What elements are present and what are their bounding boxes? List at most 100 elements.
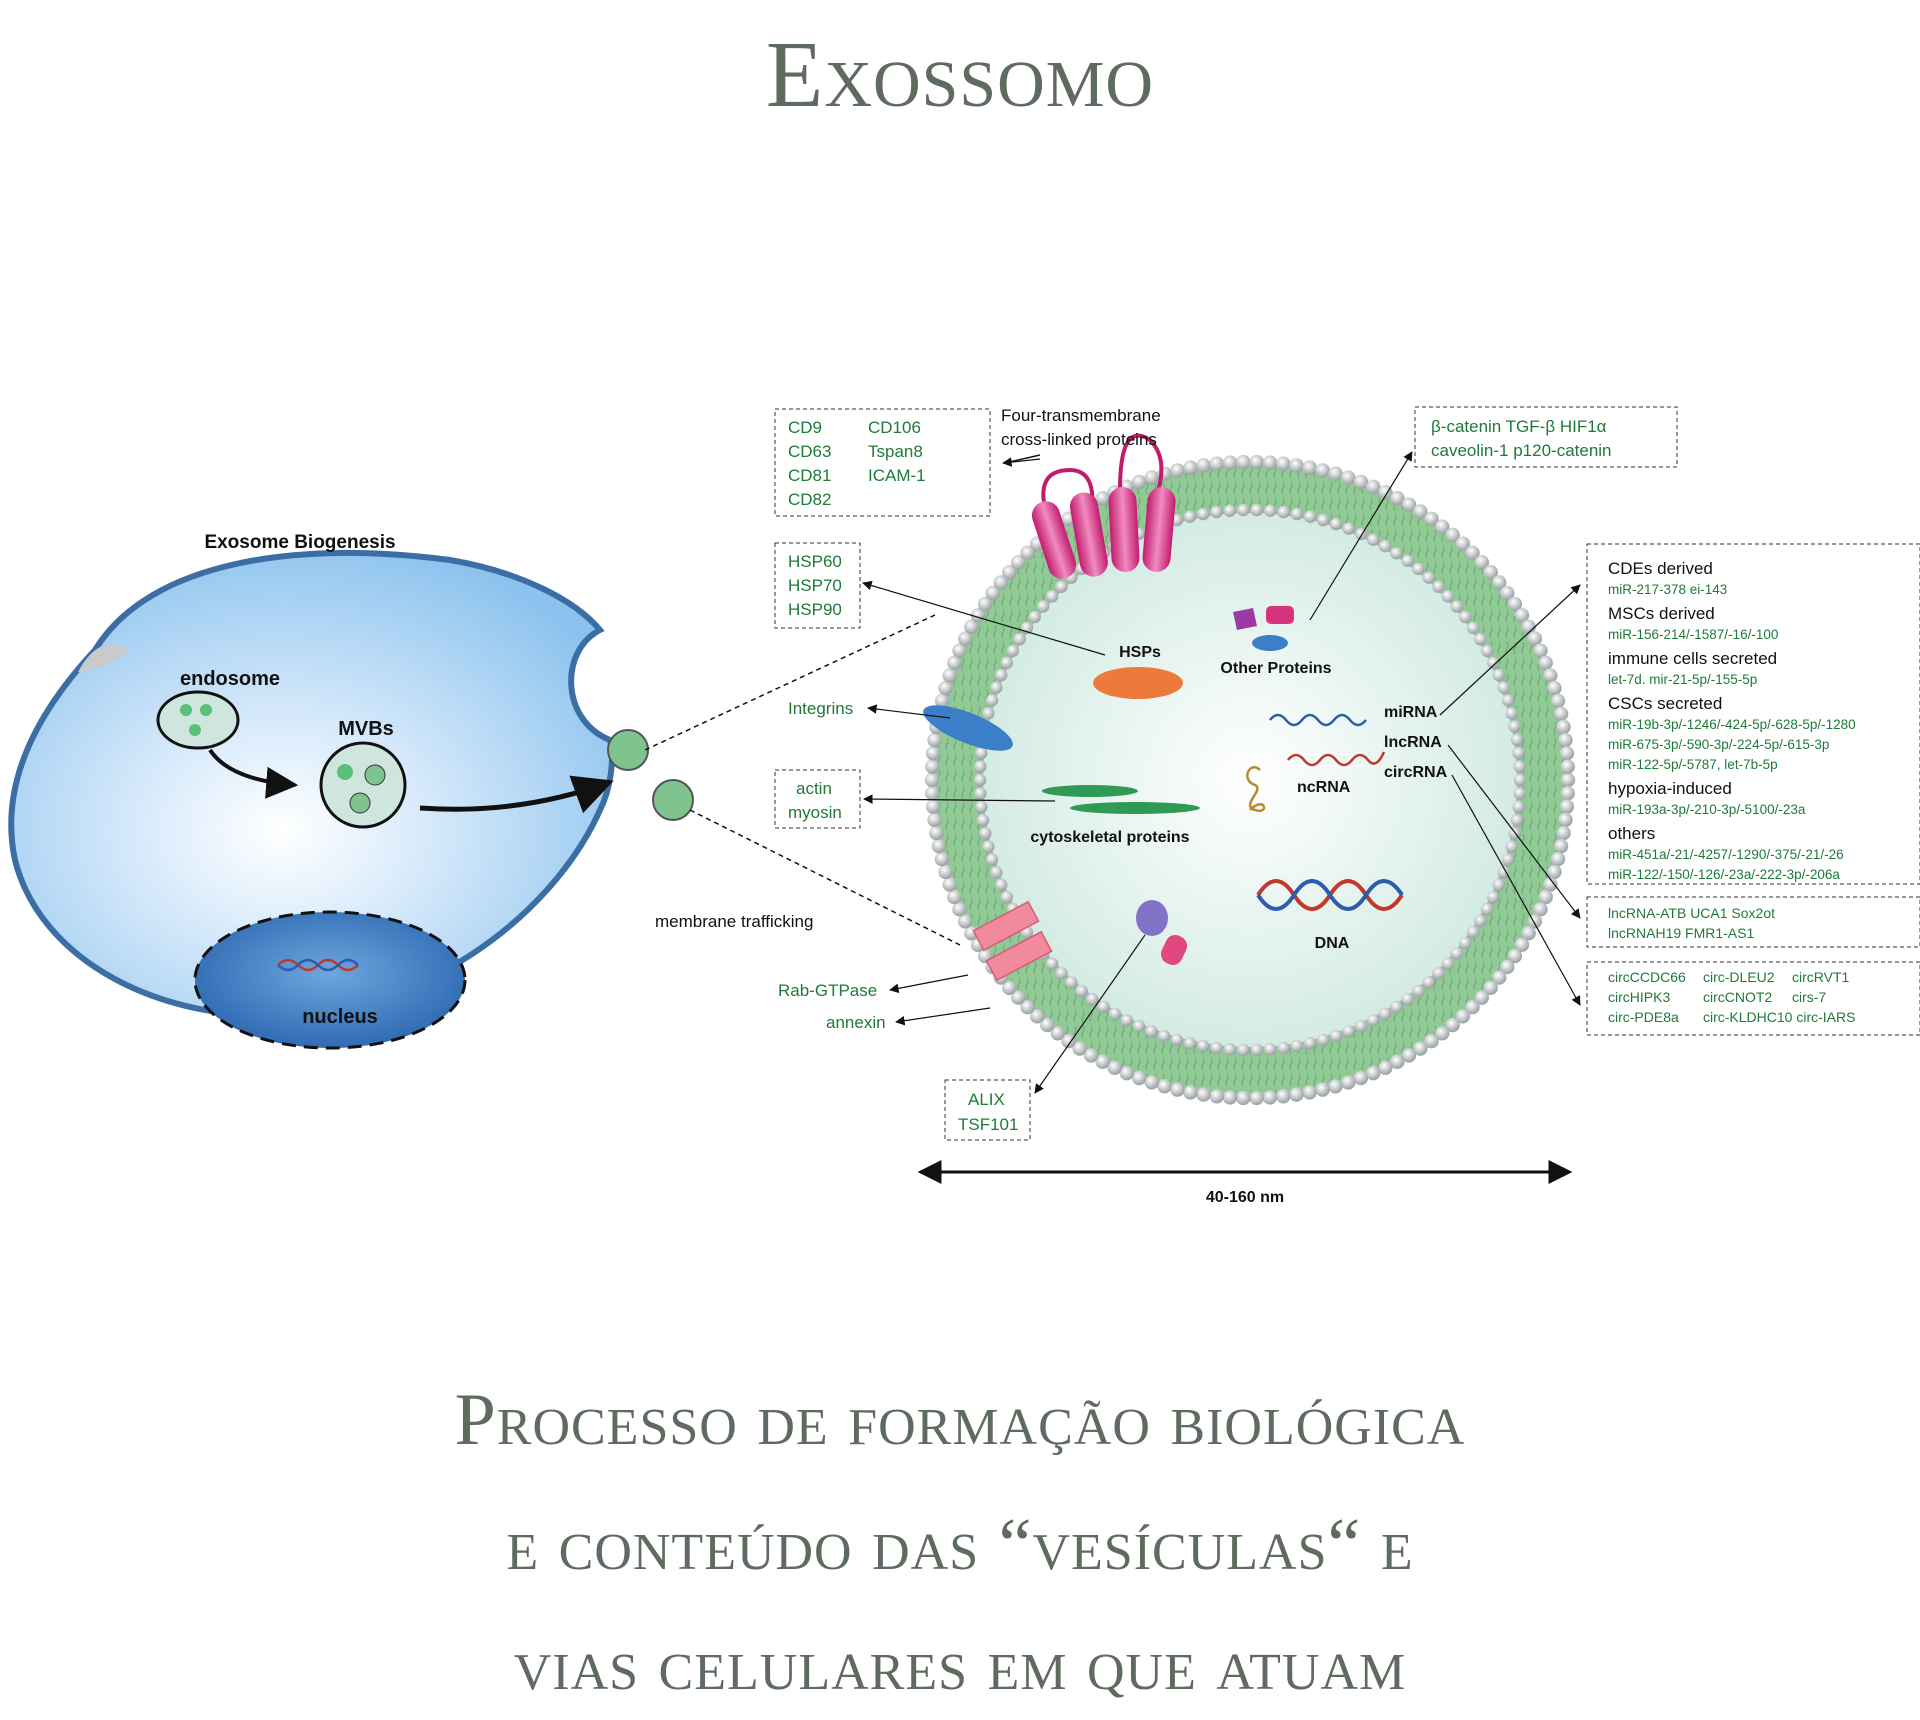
lipid-head bbox=[1050, 1026, 1065, 1041]
lipid-head bbox=[976, 814, 990, 827]
lipid-head bbox=[1466, 925, 1480, 939]
lipid-head bbox=[1366, 533, 1380, 546]
lipid-head bbox=[927, 812, 942, 828]
lncrna-line: lncRNAH19 FMR1-AS1 bbox=[1608, 925, 1754, 941]
lipid-head bbox=[1006, 644, 1020, 658]
lipid-head bbox=[1441, 957, 1455, 970]
lipid-head bbox=[1432, 580, 1445, 593]
lipid-head bbox=[1533, 902, 1548, 917]
mirna-category-item: miR-122/-150/-126/-23a/-222-3p/-206a bbox=[1608, 867, 1840, 882]
annexin-label: annexin bbox=[826, 1013, 886, 1032]
biogenesis-heading: Exosome Biogenesis bbox=[204, 532, 395, 553]
mirna-category-heading: hypoxia-induced bbox=[1608, 779, 1732, 798]
lipid-head bbox=[947, 655, 962, 671]
lipid-head bbox=[977, 596, 993, 612]
lipid-head bbox=[1316, 1033, 1330, 1047]
lipid-head bbox=[1492, 668, 1505, 682]
lipid-head bbox=[1507, 948, 1523, 964]
rab-gtpase-label: Rab-GTPase bbox=[778, 981, 877, 1000]
lipid-head bbox=[990, 866, 1003, 879]
circrna-item: circ-DLEU2 bbox=[1703, 969, 1775, 985]
lipid-head bbox=[1277, 505, 1290, 519]
lipid-head bbox=[942, 877, 957, 892]
lipid-head bbox=[1513, 773, 1527, 787]
lipid-head bbox=[1424, 1033, 1439, 1049]
lipid-head bbox=[1560, 772, 1576, 788]
lipid-head bbox=[1512, 800, 1525, 814]
lipid-head bbox=[1465, 1000, 1480, 1015]
lipid-head bbox=[1366, 479, 1381, 495]
lipid-head bbox=[1533, 643, 1548, 658]
mirna-label: miRNA bbox=[1384, 704, 1438, 721]
lipid-head bbox=[1466, 621, 1480, 635]
lipid-head bbox=[927, 732, 942, 748]
lipid-head bbox=[1559, 746, 1575, 761]
lipid-head bbox=[1401, 497, 1417, 512]
membrane-trafficking-label: membrane trafficking bbox=[655, 912, 813, 931]
alix-arrow bbox=[1034, 934, 1146, 1094]
lipid-head bbox=[1210, 1041, 1223, 1055]
lipid-head bbox=[1315, 463, 1330, 478]
mirna-category-item: miR-451a/-21/-4257/-1290/-375/-21/-26 bbox=[1608, 847, 1844, 862]
alix-protein-icon bbox=[1136, 900, 1188, 965]
lipid-head bbox=[1390, 490, 1405, 506]
lipid-head bbox=[1538, 655, 1553, 671]
lipid-head bbox=[1500, 585, 1515, 601]
lipid-head bbox=[1302, 1085, 1317, 1100]
lipid-head bbox=[934, 851, 950, 867]
mvb bbox=[319, 741, 407, 829]
lipid-head bbox=[1170, 463, 1185, 478]
lipid-head bbox=[1422, 976, 1435, 989]
lipid-head bbox=[995, 878, 1008, 892]
lipid-head bbox=[1455, 1009, 1470, 1024]
lipid-head bbox=[1556, 825, 1571, 841]
lipid-head bbox=[925, 759, 940, 774]
circrna-item: circCNOT2 bbox=[1703, 989, 1772, 1005]
lipid-head bbox=[1210, 505, 1223, 519]
lipid-head bbox=[1040, 1017, 1055, 1033]
lipid-head bbox=[1492, 970, 1507, 985]
lipid-head bbox=[1560, 759, 1575, 774]
lipid-head bbox=[1119, 1065, 1134, 1081]
mirna-category-heading: CSCs secreted bbox=[1608, 694, 1722, 713]
lipid-head bbox=[1556, 719, 1571, 735]
lipid-head bbox=[1095, 1054, 1110, 1070]
tsf101-label: TSF101 bbox=[958, 1115, 1018, 1134]
lipid-head bbox=[1144, 470, 1159, 485]
lipid-head bbox=[1550, 851, 1566, 867]
lipid-head bbox=[1262, 455, 1278, 470]
lipid-head bbox=[1289, 1087, 1304, 1102]
circrna-item: circ-PDE8a bbox=[1608, 1009, 1679, 1025]
lipid-head bbox=[1424, 511, 1439, 527]
lipid-head bbox=[1366, 1065, 1381, 1081]
lipid-head bbox=[957, 914, 973, 929]
lipid-head bbox=[1559, 799, 1575, 814]
zoom-line bbox=[644, 614, 936, 751]
lipid-head bbox=[1353, 474, 1369, 490]
lipid-head bbox=[1020, 1000, 1035, 1015]
lipid-head bbox=[1413, 504, 1428, 519]
lncrna-box bbox=[1586, 896, 1920, 948]
cytoskeletal-proteins-label: cytoskeletal proteins bbox=[1030, 829, 1189, 846]
lipid-head bbox=[1020, 545, 1035, 560]
lipid-head bbox=[1095, 490, 1110, 506]
lipid-head bbox=[1075, 984, 1088, 998]
lipid-head bbox=[979, 827, 992, 840]
lipid-head bbox=[1465, 545, 1480, 560]
hsp-box bbox=[774, 542, 861, 629]
endosome bbox=[156, 690, 240, 750]
circrna-strand-icon bbox=[1246, 766, 1266, 813]
lipid-head bbox=[1341, 470, 1356, 485]
lipid-head bbox=[1065, 976, 1078, 989]
myosin-label: myosin bbox=[788, 803, 842, 822]
lipid-head bbox=[1342, 522, 1355, 535]
lipid-head bbox=[1474, 633, 1487, 646]
lipid-head bbox=[1290, 1039, 1304, 1053]
lipid-head bbox=[1222, 455, 1238, 470]
annexin-arrow bbox=[895, 1007, 991, 1026]
lipid-head bbox=[1072, 1041, 1087, 1056]
lipid-head bbox=[1459, 610, 1472, 624]
lipid-head bbox=[1276, 1089, 1291, 1104]
lipid-head bbox=[1108, 1007, 1122, 1021]
